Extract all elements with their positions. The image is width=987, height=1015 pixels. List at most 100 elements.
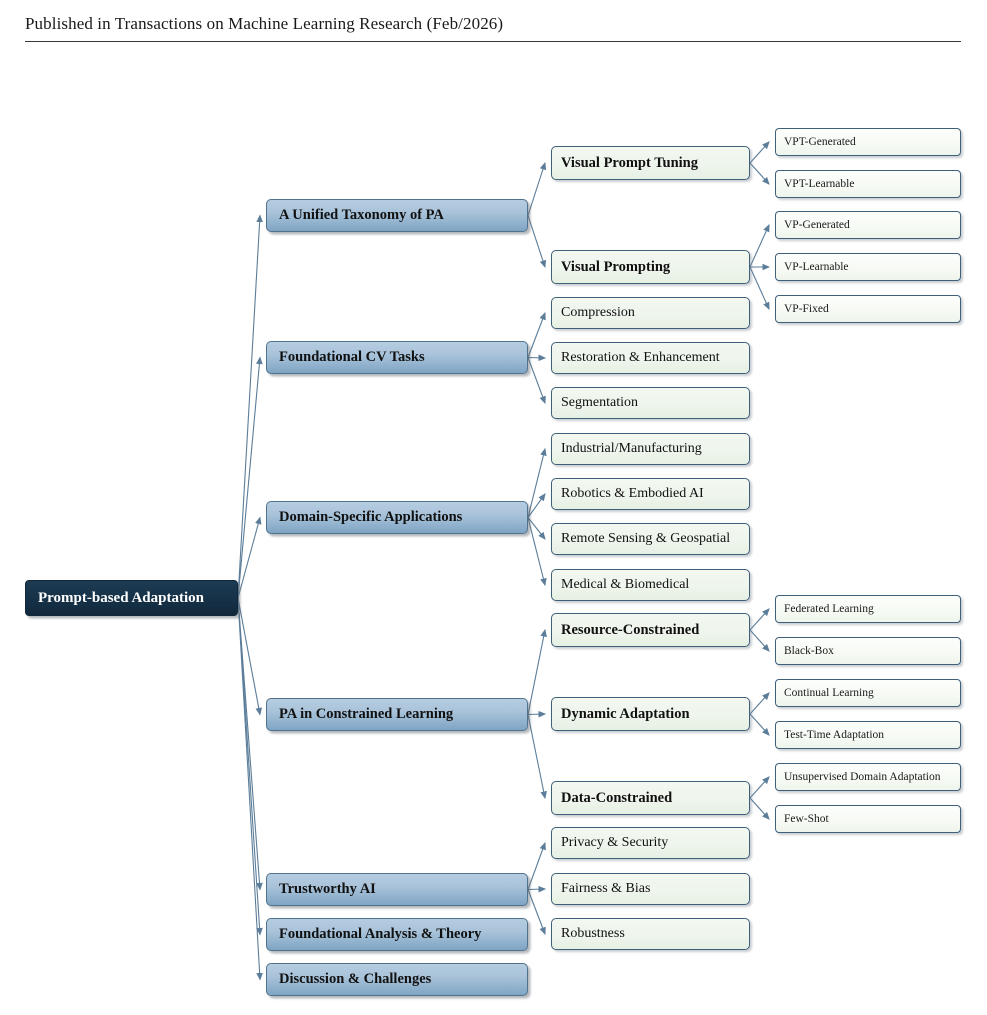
edge-level1-1-to-level2-3 (527, 354, 547, 362)
tree-node-a-unified-taxonomy-of-pa[interactable]: A Unified Taxonomy of PA (266, 199, 528, 232)
edge-level2-10-to-level3-8 (749, 713, 770, 736)
edge-level1-3-to-level2-10 (527, 710, 547, 718)
tree-node-vp-generated[interactable]: VP-Generated (775, 211, 961, 239)
tree-node-label: Black-Box (784, 645, 834, 657)
tree-node-resource-constrained[interactable]: Resource-Constrained (551, 613, 750, 647)
tree-node-domain-specific-applications[interactable]: Domain-Specific Applications (266, 501, 528, 534)
tree-node-dynamic-adaptation[interactable]: Dynamic Adaptation (551, 697, 750, 731)
page-header: Published in Transactions on Machine Lea… (25, 14, 961, 42)
tree-node-few-shot[interactable]: Few-Shot (775, 805, 961, 833)
tree-node-black-box[interactable]: Black-Box (775, 637, 961, 665)
tree-node-label: Robotics & Embodied AI (561, 486, 704, 501)
edge-root-to-level1-0 (237, 214, 263, 599)
tree-node-medical-biomedical[interactable]: Medical & Biomedical (551, 569, 750, 601)
tree-node-vpt-learnable[interactable]: VPT-Learnable (775, 170, 961, 198)
edge-level1-2-to-level2-6 (527, 493, 546, 518)
tree-node-label: Fairness & Bias (561, 881, 651, 896)
tree-node-label: Dynamic Adaptation (561, 705, 690, 722)
tree-node-unsupervised-domain-adaptation[interactable]: Unsupervised Domain Adaptation (775, 763, 961, 791)
tree-node-compression[interactable]: Compression (551, 297, 750, 329)
tree-node-pa-in-constrained-learning[interactable]: PA in Constrained Learning (266, 698, 528, 731)
edge-level1-3-to-level2-9 (527, 628, 547, 715)
tree-node-label: Medical & Biomedical (561, 577, 690, 592)
tree-node-label: Visual Prompting (561, 258, 671, 275)
tree-node-visual-prompt-tuning[interactable]: Visual Prompt Tuning (551, 146, 750, 180)
tree-node-vpt-generated[interactable]: VPT-Generated (775, 128, 961, 156)
edge-level1-3-to-level2-11 (527, 714, 547, 800)
tree-node-foundational-cv-tasks[interactable]: Foundational CV Tasks (266, 341, 528, 374)
edge-level2-9-to-level3-6 (749, 629, 770, 652)
edge-level2-1-to-level3-2 (749, 223, 770, 268)
edge-level1-4-to-level2-14 (527, 889, 546, 936)
tree-node-label: Resource-Constrained (561, 621, 700, 638)
edge-level2-0-to-level3-1 (749, 162, 770, 185)
tree-node-label: Privacy & Security (561, 835, 669, 850)
tree-node-fairness-bias[interactable]: Fairness & Bias (551, 873, 750, 905)
tree-node-privacy-security[interactable]: Privacy & Security (551, 827, 750, 859)
tree-node-vp-learnable[interactable]: VP-Learnable (775, 253, 961, 281)
tree-node-segmentation[interactable]: Segmentation (551, 387, 750, 419)
edge-level2-1-to-level3-4 (749, 266, 770, 311)
header-divider (25, 41, 961, 42)
tree-node-label: Robustness (561, 926, 625, 941)
tree-node-label: VP-Generated (784, 219, 850, 231)
tree-node-label: Few-Shot (784, 813, 829, 825)
tree-node-industrial-manufacturing[interactable]: Industrial/Manufacturing (551, 433, 750, 465)
tree-node-robotics-embodied-ai[interactable]: Robotics & Embodied AI (551, 478, 750, 510)
tree-node-label: Unsupervised Domain Adaptation (784, 771, 941, 783)
tree-node-prompt-based-adaptation[interactable]: Prompt-based Adaptation (25, 580, 238, 616)
tree-node-label: VPT-Generated (784, 136, 856, 148)
tree-node-label: Prompt-based Adaptation (38, 589, 204, 606)
tree-node-robustness[interactable]: Robustness (551, 918, 750, 950)
tree-node-label: Foundational CV Tasks (279, 349, 425, 365)
tree-node-foundational-analysis-theory[interactable]: Foundational Analysis & Theory (266, 918, 528, 951)
tree-node-trustworthy-ai[interactable]: Trustworthy AI (266, 873, 528, 906)
tree-node-label: VPT-Learnable (784, 178, 855, 190)
edge-root-to-level1-5 (237, 597, 263, 936)
page-title: Published in Transactions on Machine Lea… (25, 14, 504, 33)
tree-node-remote-sensing-geospatial[interactable]: Remote Sensing & Geospatial (551, 523, 750, 555)
tree-node-test-time-adaptation[interactable]: Test-Time Adaptation (775, 721, 961, 749)
tree-node-data-constrained[interactable]: Data-Constrained (551, 781, 750, 815)
edge-level1-4-to-level2-12 (527, 841, 546, 890)
edge-level2-10-to-level3-7 (749, 692, 770, 715)
tree-node-label: Test-Time Adaptation (784, 729, 885, 741)
edge-level1-1-to-level2-4 (527, 357, 546, 405)
tree-node-label: Federated Learning (784, 603, 874, 615)
tree-node-label: VP-Fixed (784, 303, 829, 315)
edge-level2-11-to-level3-10 (749, 797, 770, 820)
tree-node-continual-learning[interactable]: Continual Learning (775, 679, 961, 707)
tree-node-restoration-enhancement[interactable]: Restoration & Enhancement (551, 342, 750, 374)
tree-node-label: Restoration & Enhancement (561, 350, 720, 365)
tree-node-vp-fixed[interactable]: VP-Fixed (775, 295, 961, 323)
edge-level2-0-to-level3-0 (749, 141, 770, 164)
tree-node-label: VP-Learnable (784, 261, 849, 273)
edge-root-to-level1-4 (237, 597, 263, 891)
tree-node-label: Compression (561, 305, 635, 320)
edge-level1-2-to-level2-7 (527, 517, 546, 540)
edge-root-to-level1-3 (237, 597, 263, 716)
edge-level1-0-to-level2-1 (527, 215, 547, 269)
edge-level2-11-to-level3-9 (749, 776, 770, 799)
edge-root-to-level1-1 (237, 356, 263, 599)
edge-level1-2-to-level2-5 (527, 447, 547, 518)
tree-node-label: Trustworthy AI (279, 881, 376, 897)
tree-node-label: Continual Learning (784, 687, 874, 699)
tree-node-label: Segmentation (561, 395, 638, 410)
tree-node-label: Discussion & Challenges (279, 971, 432, 987)
tree-node-label: Foundational Analysis & Theory (279, 926, 482, 942)
tree-node-label: Visual Prompt Tuning (561, 154, 698, 171)
tree-node-label: A Unified Taxonomy of PA (279, 207, 444, 223)
edge-level1-1-to-level2-2 (527, 311, 546, 358)
edge-root-to-level1-6 (237, 597, 263, 981)
tree-node-label: Industrial/Manufacturing (561, 441, 702, 456)
tree-node-federated-learning[interactable]: Federated Learning (775, 595, 961, 623)
tree-node-discussion-challenges[interactable]: Discussion & Challenges (266, 963, 528, 996)
tree-node-label: Remote Sensing & Geospatial (561, 531, 731, 546)
edge-root-to-level1-2 (237, 516, 262, 599)
tree-node-label: PA in Constrained Learning (279, 706, 454, 722)
edge-level2-9-to-level3-5 (749, 608, 770, 631)
edge-level1-2-to-level2-8 (527, 517, 547, 587)
tree-node-visual-prompting[interactable]: Visual Prompting (551, 250, 750, 284)
